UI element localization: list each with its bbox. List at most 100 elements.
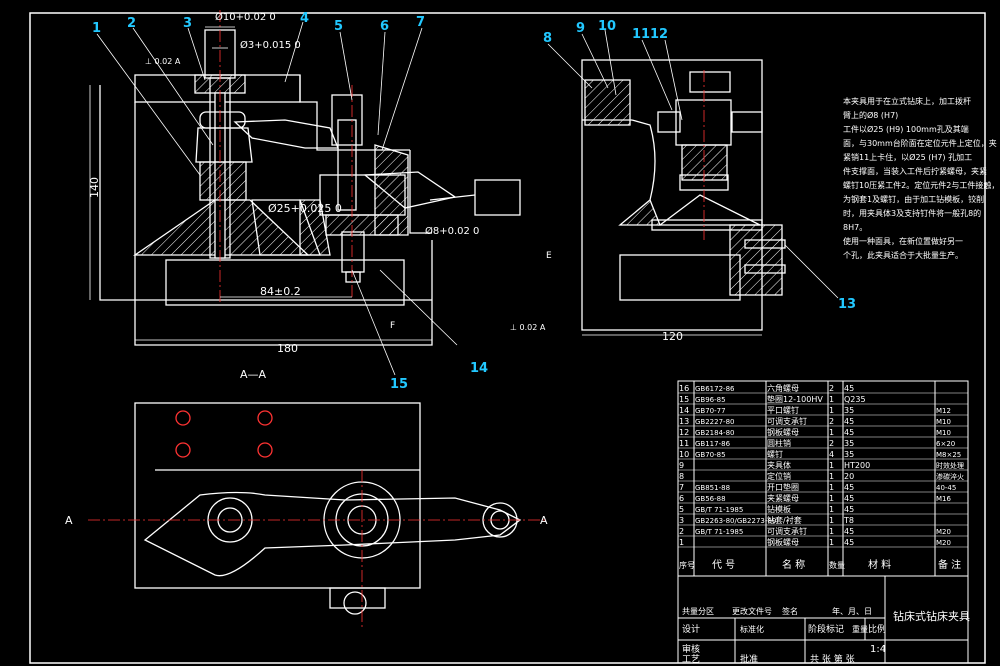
bom-material: 45 [844,483,854,492]
balloon-15: 15 [390,377,408,392]
bom-note: 渗碳淬火 [936,472,964,481]
balloon-7: 7 [416,15,425,30]
note-line: 面，与30mm台阶面在定位元件上定位，夹 [843,138,997,148]
bom-code: GB6172-86 [695,385,735,393]
tb-r1: 更改文件号 [732,606,772,616]
dim-d3: Ø3+0.015 0 [240,39,301,51]
section-view-a-a [89,10,521,346]
bom-note: M8×25 [936,451,961,459]
sheet-border [29,12,986,664]
tb-stage: 阶段标记 [808,623,844,635]
bom-qty: 2 [829,384,834,393]
bom-code: GB/T 71-1985 [695,506,743,514]
bom-qty: 4 [829,450,834,459]
tb-standard: 标准化 [740,624,764,634]
bom-qty: 1 [829,538,834,547]
bom-code: GB56-88 [695,495,726,503]
note-line: 紧销11上卡住，以Ø25 (H7) 孔加工 [843,152,972,162]
bom-header-material: 材 料 [868,558,891,571]
dim-84: 84±0.2 [260,285,301,298]
side-view [581,59,786,336]
bom-name: 可调支承钉 [767,416,807,426]
note-line: 为钢套1及螺钉，由于加工钻模板，铰削 [843,194,984,204]
bom-qty: 1 [829,406,834,415]
tb-weight: 重量 [852,624,868,634]
tb-review: 审核 [682,643,700,655]
bom-note: M20 [936,528,951,536]
bom-material: 35 [844,406,854,415]
bom-material: 45 [844,384,854,393]
tb-sheets: 共 张 第 张 [810,653,855,665]
bom-code: GB117-86 [695,440,731,448]
tolerance-frame-1: ⊥ 0.02 A [145,57,181,66]
bom-material: 35 [844,439,854,448]
balloon-11: 11 [632,27,650,42]
bom-code: GB/T 71-1985 [695,528,743,536]
dim-d10: Ø10+0.02 0 [215,11,276,23]
tb-scale-label: 比例 [868,623,886,635]
datum-f: F [390,321,395,331]
bom-code: GB2263-80/GB2273-80 [695,517,776,525]
title-block: 钻床式钻床夹具共量分区更改文件号签名年、月、日设计标准化阶段标记重量比例1:4审… [682,606,970,665]
note-line: 件支撑面，当装入工件后拧紧螺母，夹紧 [843,166,987,176]
bom-qty: 1 [829,472,834,481]
balloon-3: 3 [183,16,192,31]
bom-name: 夹紧螺母 [767,493,799,503]
bom-note: M20 [936,539,951,547]
balloon-8: 8 [543,31,552,46]
bom-material: T8 [843,516,854,525]
bom-qty: 2 [829,417,834,426]
bom-material: HT200 [844,461,870,470]
bom-no: 10 [679,450,689,459]
bom-qty: 1 [829,494,834,503]
bom-no: 13 [679,417,689,426]
bom-note: 6×20 [936,440,955,448]
bom-note: M16 [936,495,951,503]
tb-r1: 年、月、日 [832,606,872,616]
tb-process: 工艺 [682,654,700,665]
drawing-name: 钻床式钻床夹具 [893,609,970,623]
bom-name: 钻模板 [767,504,791,514]
note-line: 螺钉10压紧工件2。定位元件2与工件接触， [843,180,999,190]
bom-material: 45 [844,527,854,536]
balloon-4: 4 [300,11,309,26]
bom-header-code: 代 号 [712,559,735,571]
dimension-texts: Ø10+0.02 0 Ø3+0.015 0 Ø25+0.025 0 Ø8+0.02 0… [65,11,683,527]
bom-name: 可调支承钉 [767,526,807,536]
bom-material: 35 [844,450,854,459]
bom-material: 20 [844,472,854,481]
dim-d25: Ø25+0.025 0 [268,202,342,215]
balloon-leaders [96,21,839,376]
bom-note: M10 [936,418,951,426]
bom-name: 开口垫圈 [767,482,799,492]
dim-d8: Ø8+0.02 0 [425,225,479,237]
bom-code: GB70-77 [695,407,726,415]
balloon-5: 5 [334,19,343,34]
note-line: 时，用夹具体3及支持钉件将一般孔8的 [843,208,981,218]
bom-qty: 1 [829,395,834,404]
bom-name: 螺钉 [767,449,783,459]
tb-r1: 共量分区 [682,607,714,616]
bom-note: 40-45 [936,484,956,492]
tb-r1: 签名 [782,606,798,616]
bom-qty: 1 [829,483,834,492]
dim-width-180: 180 [277,342,298,355]
bom-code: GB2184-80 [695,429,734,437]
tolerance-frame-2: ⊥ 0.02 A [510,323,546,332]
dim-height-140: 140 [88,177,101,198]
bom-name: 钢板螺母 [767,427,799,437]
bom-qty: 2 [829,439,834,448]
note-line: 工件以Ø25 (H9) 100mm孔及其端 [843,124,969,134]
bom-qty: 1 [829,516,834,525]
bom-material: 45 [844,428,854,437]
bom-note: M10 [936,429,951,437]
bom-note: M12 [936,407,951,415]
section-mark-left: A [65,514,73,527]
bom-name: 垫圈12-100HV [767,394,823,404]
bom-qty: 1 [829,505,834,514]
bom-no: 1 [679,538,684,547]
